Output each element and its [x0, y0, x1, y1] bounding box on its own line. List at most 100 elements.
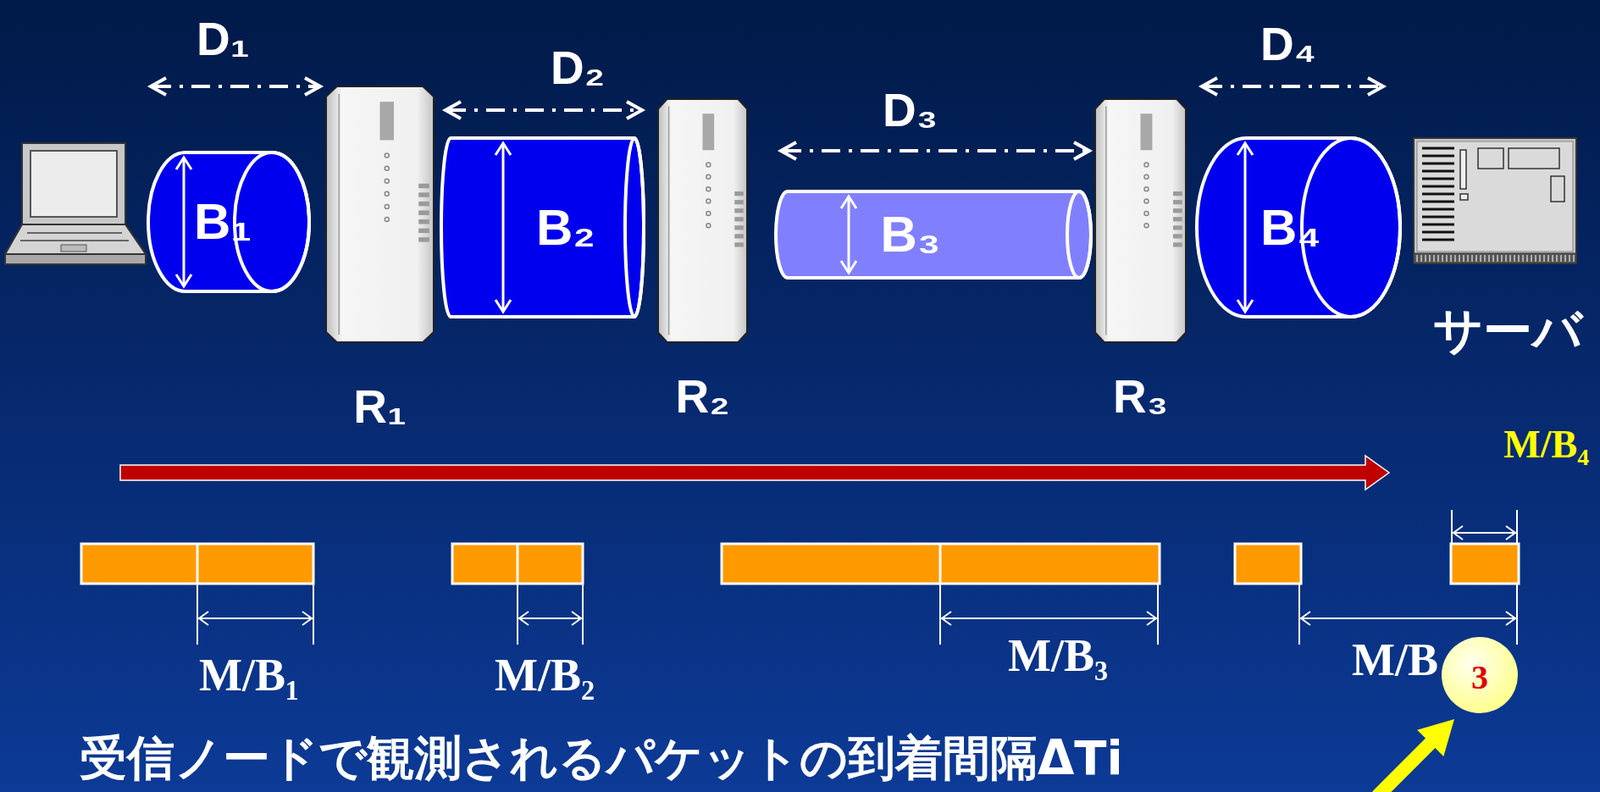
interval-label: M/B₃: [1007, 631, 1108, 681]
arrowhead: [1146, 611, 1157, 626]
server-vent: [1422, 185, 1455, 189]
laptop-base: [5, 254, 146, 265]
dimension-line: [1300, 617, 1517, 620]
router-case: [326, 86, 434, 343]
server-grille-line: [1560, 254, 1562, 262]
router-vent: [1173, 191, 1183, 196]
router-vent: [734, 216, 744, 222]
packet-bar: [1450, 543, 1519, 584]
interval-dimension: [517, 583, 583, 645]
server-grille-line: [1534, 254, 1537, 262]
router-vent: [1173, 199, 1183, 205]
packet-divider: [196, 543, 200, 584]
arrowhead: [1201, 77, 1218, 95]
router: R₂: [658, 99, 748, 343]
server-grille-line: [1509, 254, 1512, 262]
router-vent: [418, 192, 430, 197]
link-cylinder: B₃: [773, 188, 1094, 281]
link-cylinder: B₁: [145, 149, 312, 294]
server-vent: [1422, 162, 1455, 166]
dimension-line: [941, 617, 1158, 620]
server-grille-line: [1513, 254, 1516, 262]
router-vent: [418, 228, 430, 233]
router-edge: [337, 94, 340, 335]
router-led: [706, 210, 711, 216]
router-led: [1144, 223, 1149, 228]
server-vent: [1422, 208, 1455, 211]
router-vent: [734, 233, 744, 239]
interval-dimension: [197, 583, 314, 645]
router-led: [706, 162, 711, 167]
server-grille-line: [1488, 254, 1490, 262]
bandwidth-label: B₄: [1260, 199, 1322, 256]
router-vent: [1173, 242, 1183, 247]
cylinder-body: [148, 152, 310, 292]
server-grille-line: [1450, 254, 1452, 262]
distance-line: [152, 84, 318, 89]
arrowhead: [841, 196, 857, 209]
bandwidth-arrow: [502, 143, 505, 312]
dimension-tick: [1157, 583, 1159, 645]
arrowhead: [941, 611, 952, 626]
laptop-screen: [30, 150, 117, 217]
router-case: [1095, 99, 1186, 343]
router-label: R₂: [675, 370, 730, 423]
server-vent: [1422, 155, 1455, 158]
router-case: [658, 99, 748, 343]
pointer-arrow: [1372, 719, 1455, 792]
server-vent: [1422, 238, 1455, 242]
dimension-tick: [516, 583, 519, 645]
bandwidth-arrow: [182, 157, 186, 287]
link-cylinder: B₄: [1194, 135, 1403, 320]
router-led: [1144, 162, 1149, 167]
router-led: [384, 153, 389, 158]
arrowhead: [841, 260, 857, 273]
arrowhead: [1453, 525, 1463, 540]
server-grille-line: [1471, 254, 1473, 262]
server-grille-line: [1424, 254, 1427, 262]
server-grille-line: [1458, 254, 1461, 262]
dimension-tick: [1516, 583, 1518, 645]
server-bay: [1508, 148, 1560, 169]
interval-dimension: [1451, 509, 1517, 544]
server-grille-line: [1416, 254, 1418, 262]
highlight-circle: 3: [1441, 636, 1518, 714]
server-slot: [1460, 149, 1467, 189]
router-vent: [734, 225, 744, 230]
server-grille-line: [1420, 254, 1423, 262]
dimension-line: [198, 617, 313, 620]
router-led: [706, 174, 711, 179]
arrowhead: [1237, 299, 1253, 312]
packet-bar: [1234, 543, 1302, 584]
server-grille-line: [1500, 254, 1503, 262]
dimension-tick: [939, 583, 942, 645]
server-grille-line: [1522, 254, 1524, 262]
server-case: [1413, 138, 1577, 264]
router-led: [384, 204, 389, 209]
server-grille-line: [1483, 254, 1486, 262]
router-slot: [703, 113, 715, 150]
packet-bar: [721, 543, 1160, 584]
router-led: [1144, 187, 1149, 192]
server-grille-line: [1505, 254, 1507, 262]
dimension-tick: [196, 583, 199, 645]
router-label: R₁: [353, 381, 406, 433]
router-led: [1144, 199, 1149, 204]
server-grille-line: [1437, 254, 1440, 262]
server-bay: [1478, 148, 1504, 169]
server-grille-line: [1572, 254, 1575, 262]
laptop-key-row: [20, 239, 129, 242]
server-grille-line: [1428, 254, 1431, 262]
bandwidth-label: B₂: [536, 199, 596, 256]
arrowhead: [1301, 611, 1311, 626]
router: R₃: [1095, 99, 1186, 343]
laptop-key-row: [27, 232, 122, 234]
arrowhead: [495, 299, 511, 312]
packet-divider: [939, 543, 942, 584]
server-vent: [1422, 193, 1455, 196]
server-grille-line: [1543, 254, 1545, 262]
arrowhead: [1367, 77, 1384, 95]
server-grille-line: [1555, 254, 1558, 262]
server-vent: [1422, 215, 1455, 219]
server-vent: [1422, 147, 1455, 150]
